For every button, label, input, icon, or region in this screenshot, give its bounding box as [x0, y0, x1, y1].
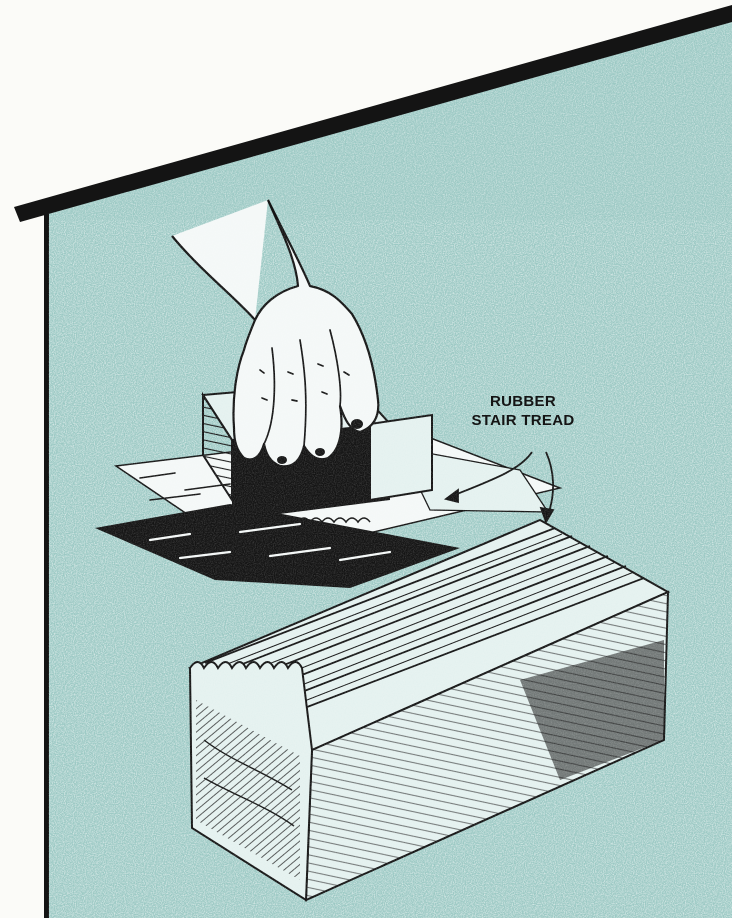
callout-line-2: STAIR TREAD — [448, 411, 598, 430]
callout-line-1: RUBBER — [448, 392, 598, 411]
callout-label: RUBBER STAIR TREAD — [448, 392, 598, 430]
